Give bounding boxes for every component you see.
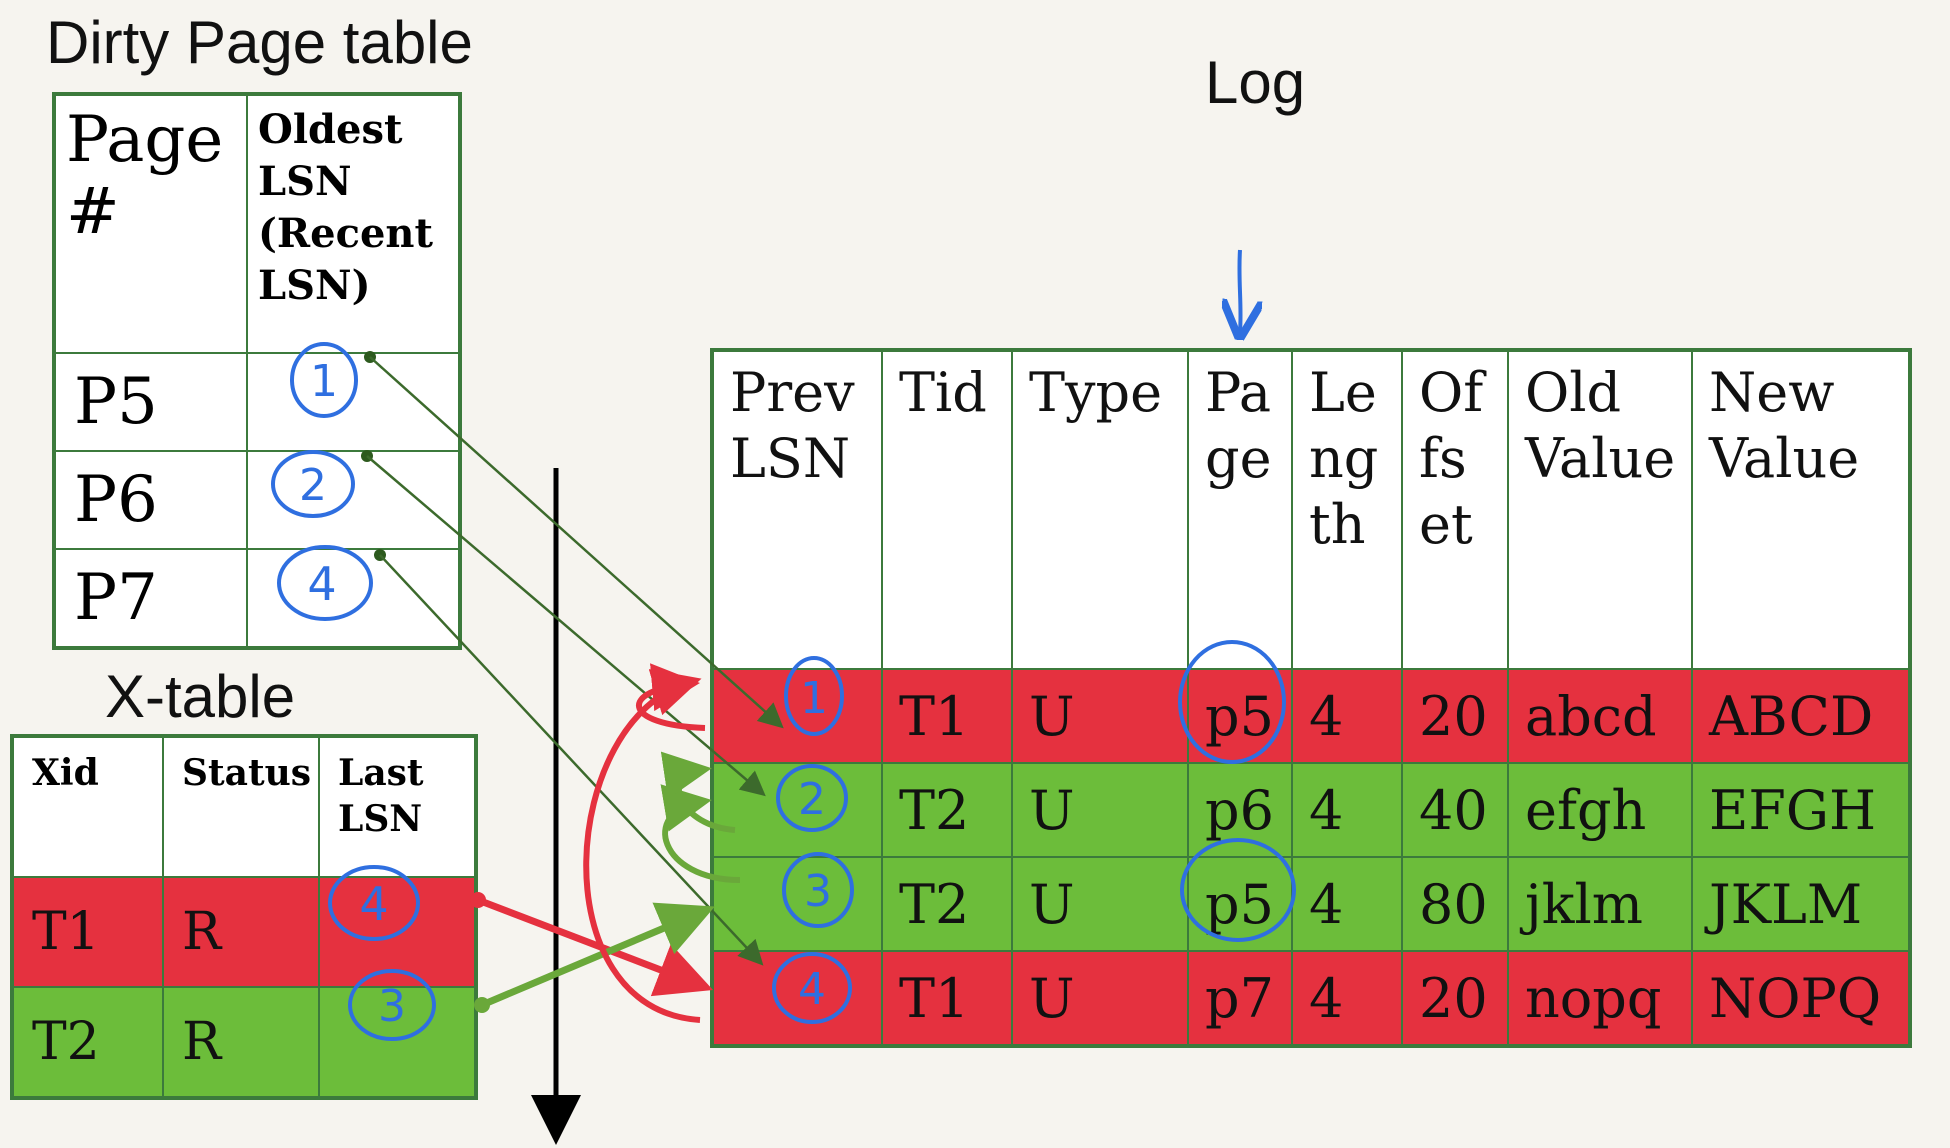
last-lsn-cell — [318, 986, 477, 1099]
table-row: T1 R — [11, 876, 477, 988]
page-cell: P6 — [53, 450, 248, 550]
dpt-lsn-circles — [271, 342, 373, 621]
new-value-cell: ABCD — [1691, 668, 1911, 764]
offset-cell: 20 — [1401, 668, 1509, 764]
log-row: T1 U p5 4 20 abcd ABCD — [711, 668, 1911, 764]
new-value-cell: NOPQ — [1691, 950, 1911, 1047]
length-cell: 4 — [1291, 668, 1403, 764]
header-page: Pa ge — [1187, 349, 1293, 670]
dpt-lsn-1: 1 — [310, 356, 338, 407]
log-row: T2 U p5 4 80 jklm JKLM — [711, 856, 1911, 952]
page-cell: P5 — [53, 352, 248, 452]
tid-cell: T1 — [881, 668, 1013, 764]
header-xid: Xid — [11, 735, 164, 878]
tid-cell: T2 — [881, 856, 1013, 952]
prev-lsn-cell — [711, 668, 883, 764]
log-header: Prev LSN Tid Type Pa ge Le ng th Of fs e… — [711, 349, 1911, 670]
header-new-value: New Value — [1691, 349, 1911, 670]
log-row: T2 U p6 4 40 efgh EFGH — [711, 762, 1911, 858]
log-lsn-circles — [772, 656, 854, 1024]
offset-cell: 80 — [1401, 856, 1509, 952]
xt-last-lsn-t1: 4 — [359, 877, 388, 931]
type-cell: U — [1011, 668, 1189, 764]
new-value-cell: JKLM — [1691, 856, 1911, 952]
dirty-page-table-title: Dirty Page table — [46, 9, 473, 76]
type-cell: U — [1011, 762, 1189, 858]
tid-cell: T1 — [881, 950, 1013, 1047]
prev-lsn-cell — [711, 950, 883, 1047]
new-value-cell: EFGH — [1691, 762, 1911, 858]
header-page: Page # — [53, 93, 248, 354]
type-cell: U — [1011, 950, 1189, 1047]
old-value-cell: abcd — [1507, 668, 1693, 764]
log-lsn-4: 4 — [798, 964, 826, 1015]
log-title: Log — [1205, 49, 1306, 116]
x-table-header: Xid Status Last LSN — [11, 735, 477, 878]
header-oldest-lsn: Oldest LSN (Recent LSN) — [246, 93, 461, 354]
xid-cell: T2 — [11, 986, 164, 1099]
status-cell: R — [162, 986, 320, 1099]
header-length: Le ng th — [1291, 349, 1403, 670]
page-cell: p5 — [1187, 668, 1293, 764]
offset-cell: 40 — [1401, 762, 1509, 858]
page-cell: P7 — [53, 548, 248, 649]
old-value-cell: nopq — [1507, 950, 1693, 1047]
x-table-title: X-table — [105, 663, 296, 730]
page-cell: p5 — [1187, 856, 1293, 952]
xt-lsn-circles — [328, 865, 436, 1041]
dirty-page-table-header: Page # Oldest LSN (Recent LSN) — [53, 93, 461, 354]
xtable-pointer-arrows — [470, 892, 715, 1013]
type-cell: U — [1011, 856, 1189, 952]
x-table: Xid Status Last LSN T1 R T2 R — [10, 734, 478, 1100]
dirty-page-table: Page # Oldest LSN (Recent LSN) P5 P6 P7 — [52, 92, 462, 650]
table-row: T2 R — [11, 986, 477, 1099]
prev-lsn-cell — [711, 856, 883, 952]
table-row: P5 — [53, 352, 461, 452]
header-tid: Tid — [881, 349, 1013, 670]
header-offset: Of fs et — [1401, 349, 1509, 670]
log-lsn-2: 2 — [798, 774, 826, 825]
log-table: Prev LSN Tid Type Pa ge Le ng th Of fs e… — [710, 348, 1912, 1048]
lsn-cell — [246, 352, 461, 452]
length-cell: 4 — [1291, 856, 1403, 952]
header-last-lsn: Last LSN — [318, 735, 477, 878]
page-pointer-arrow — [1239, 249, 1240, 332]
status-cell: R — [162, 876, 320, 988]
header-prev-lsn: Prev LSN — [711, 349, 883, 670]
tid-cell: T2 — [881, 762, 1013, 858]
xid-cell: T1 — [11, 876, 164, 988]
length-cell: 4 — [1291, 950, 1403, 1047]
page-cell: p7 — [1187, 950, 1293, 1047]
old-value-cell: efgh — [1507, 762, 1693, 858]
offset-cell: 20 — [1401, 950, 1509, 1047]
header-status: Status — [162, 735, 320, 878]
dpt-lsn-2: 2 — [299, 460, 327, 511]
prev-lsn-chain — [583, 663, 741, 1023]
xt-last-lsn-t2: 3 — [378, 981, 406, 1032]
log-row: T1 U p7 4 20 nopq NOPQ — [711, 950, 1911, 1047]
table-row: P6 — [53, 450, 461, 550]
log-lsn-3: 3 — [804, 866, 832, 917]
header-old-value: Old Value — [1507, 349, 1693, 670]
page-p5-circles — [1178, 640, 1296, 942]
header-type: Type — [1011, 349, 1189, 670]
lsn-cell — [246, 450, 461, 550]
dpt-pointer-lines — [361, 351, 784, 966]
log-lsn-1: 1 — [800, 673, 828, 724]
length-cell: 4 — [1291, 762, 1403, 858]
old-value-cell: jklm — [1507, 856, 1693, 952]
dpt-lsn-4: 4 — [307, 557, 336, 611]
